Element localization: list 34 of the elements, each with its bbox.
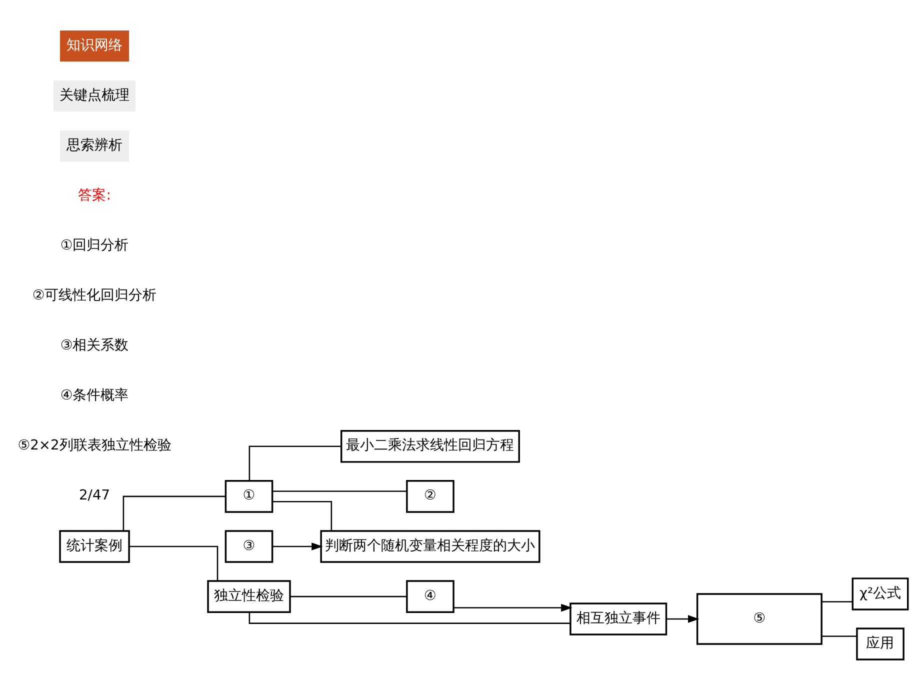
- connector: [290, 596, 407, 598]
- node-box: ④: [406, 580, 454, 613]
- node-box: ⑤: [696, 593, 822, 645]
- connector: [822, 636, 857, 637]
- node-box: ③: [224, 530, 274, 563]
- label: 关键点梳理: [60, 87, 130, 104]
- node-box: χ²公式: [852, 578, 909, 610]
- node-box: 应用: [856, 628, 904, 660]
- connector: [248, 612, 570, 624]
- label: ④条件概率: [60, 388, 129, 404]
- label: ①回归分析: [60, 237, 129, 254]
- arrow: [666, 615, 700, 623]
- node-box: 相互独立事件: [570, 602, 668, 636]
- connector: [248, 446, 342, 481]
- label: 答案:: [78, 187, 111, 204]
- node-box: 最小二乘法求线性回归方程: [340, 430, 520, 463]
- node-box: ①: [224, 480, 274, 513]
- label: 思索辨析: [66, 137, 123, 154]
- connector: [822, 601, 853, 602]
- label: ③相关系数: [60, 338, 129, 354]
- label: ⑤2×2列联表独立性检验: [18, 438, 172, 454]
- connector: [129, 546, 218, 581]
- label: 2/47: [79, 488, 110, 504]
- arrow: [272, 542, 323, 550]
- connector: [272, 500, 332, 531]
- connector: [272, 490, 407, 492]
- label: ②可线性化回归分析: [32, 288, 157, 304]
- node-box: 判断两个随机变量相关程度的大小: [320, 530, 540, 563]
- label: 知识网络: [66, 37, 123, 54]
- arrow: [454, 604, 572, 612]
- node-box: ②: [406, 480, 454, 513]
- node-box: 统计案例: [59, 530, 130, 563]
- connector: [122, 496, 226, 531]
- node-box: 独立性检验: [207, 580, 291, 613]
